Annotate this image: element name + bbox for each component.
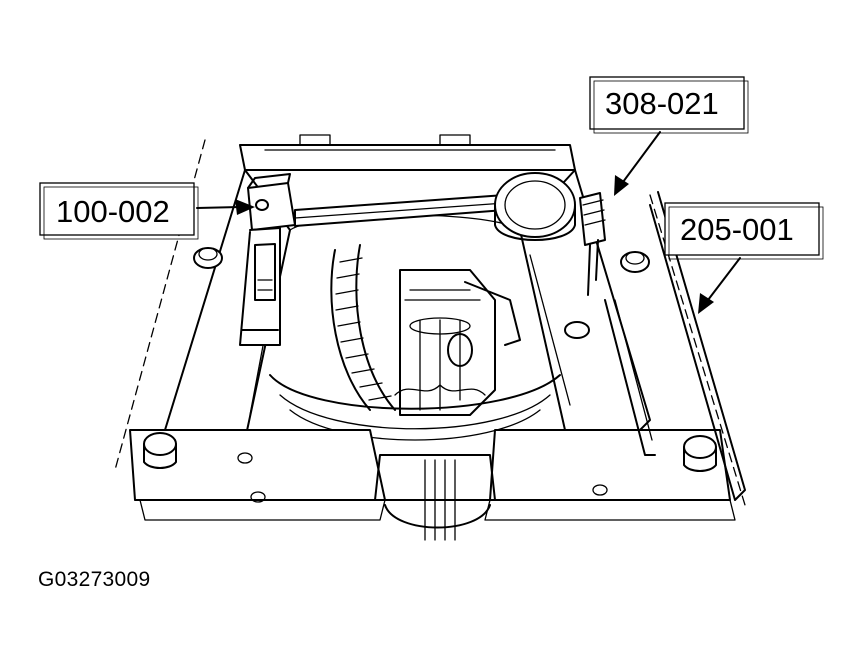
bearing-cap-right [484, 429, 736, 521]
callout-arrowhead [235, 199, 255, 215]
adjuster-205-001 [604, 191, 746, 501]
callout-label: 100-002 [56, 194, 170, 229]
housing-bolt [620, 251, 650, 273]
callout-205-001: 205-001 [664, 202, 824, 314]
callout-100-002: 100-002 [39, 182, 255, 240]
callout-arrowhead [698, 293, 714, 314]
bearing-cap-left [129, 429, 386, 521]
hook-gauge-100-002 [239, 173, 296, 346]
housing-bolt [193, 247, 223, 269]
differential-case [394, 269, 521, 416]
callout-arrowhead [614, 175, 629, 196]
pinion-shaft [374, 454, 496, 541]
housing-bolt [564, 321, 590, 339]
ring-gear [330, 244, 396, 411]
dial-indicator-308-021 [294, 172, 606, 296]
callout-label: 308-021 [605, 86, 719, 121]
callout-label: 205-001 [680, 212, 794, 247]
figure-id: G03273009 [38, 568, 151, 591]
callout-308-021: 308-021 [589, 76, 749, 196]
